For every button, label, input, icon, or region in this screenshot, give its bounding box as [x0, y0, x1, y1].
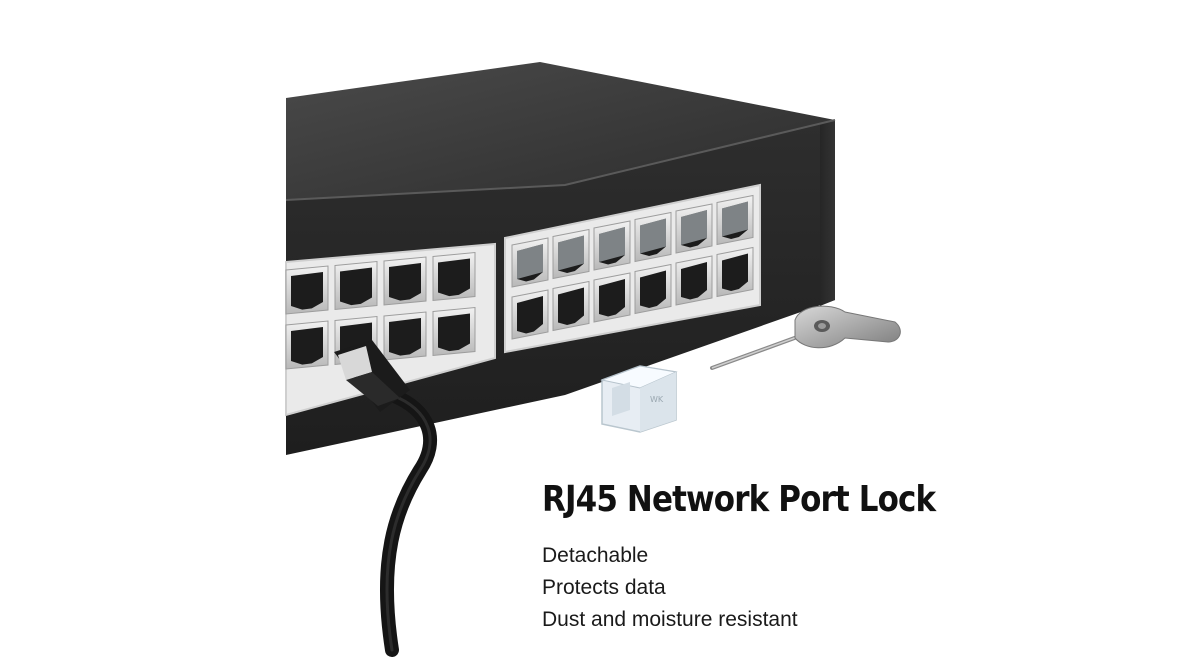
lock-mark: WK	[650, 395, 664, 404]
port-panel-right	[504, 183, 761, 354]
locked-port	[593, 220, 631, 271]
network-switch-icon	[285, 62, 836, 455]
locked-port	[716, 194, 754, 246]
ethernet-port	[716, 246, 754, 298]
ethernet-port	[285, 265, 329, 315]
port-panel-left	[285, 242, 496, 417]
unlock-key-icon	[710, 305, 901, 370]
ethernet-port	[285, 320, 329, 370]
ethernet-port	[383, 256, 427, 306]
feature-item: Protects data	[542, 576, 666, 599]
ethernet-cable-icon	[334, 340, 438, 657]
ethernet-port	[383, 311, 427, 361]
ethernet-port	[334, 260, 378, 311]
feature-item: Detachable	[542, 544, 649, 567]
locked-port	[552, 228, 590, 280]
ethernet-port	[432, 306, 476, 357]
feature-item: Dust and moisture resistant	[542, 608, 798, 631]
locked-port	[634, 211, 672, 263]
product-title: RJ45 Network Port Lock	[542, 479, 936, 520]
ethernet-port	[511, 289, 549, 340]
ethernet-port	[634, 263, 672, 315]
feature-list: Detachable Protects data Dust and moistu…	[542, 540, 1062, 636]
locked-port	[675, 203, 713, 254]
product-caption: RJ45 Network Port Lock Detachable Protec…	[542, 478, 1062, 636]
ethernet-port	[593, 272, 631, 323]
port-lock-clip-icon: WK	[600, 365, 678, 433]
ethernet-port	[432, 251, 476, 302]
ethernet-port	[675, 255, 713, 306]
locked-port	[511, 237, 549, 288]
ethernet-port	[552, 280, 590, 332]
